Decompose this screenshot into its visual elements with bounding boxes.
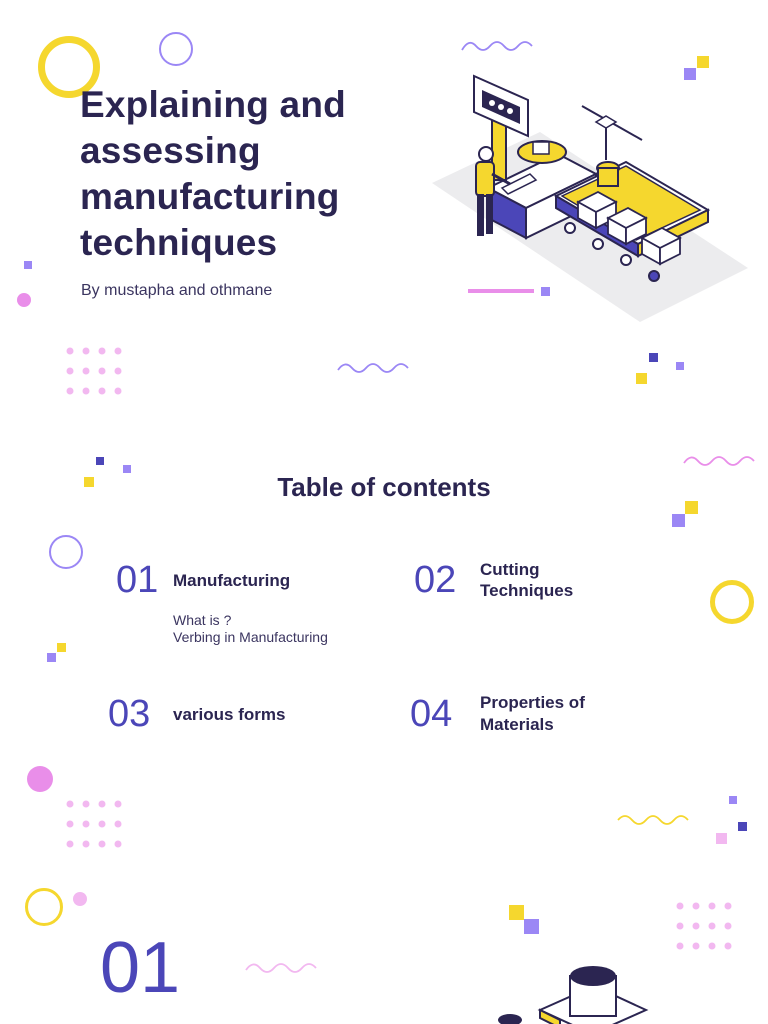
toc-item-3-number: 03 [108,693,151,735]
pink-dot-icon [17,293,31,307]
square-icon [96,457,104,465]
machine-illustration-icon [498,966,649,1024]
yellow-ring-icon [38,36,100,98]
toc-item-1-subline-1: What is ? [173,612,232,628]
violet-ring-icon [159,32,193,66]
square-icon [524,919,539,934]
wave-icon [245,963,317,973]
toc-item-4-label-line-1[interactable]: Properties of [480,693,585,712]
square-icon [676,362,684,370]
cover-subtitle: By mustapha and othmane [81,282,273,299]
pink-dot-icon [27,766,53,792]
assembly-line-illustration-icon [432,74,748,322]
toc-item-1-number: 01 [116,559,159,601]
yellow-ring-icon [25,888,63,926]
square-icon [123,465,131,473]
cover-title: Explaining and assessing manufacturing t… [80,84,346,263]
wave-icon [617,815,689,825]
square-icon [24,261,32,269]
square-icon [649,353,658,362]
lilac-dot-icon [73,892,87,906]
square-icon [685,501,698,514]
toc-item-1-subline-2: Verbing in Manufacturing [173,629,328,645]
square-icon [738,822,747,831]
square-icon [509,905,524,920]
square-icon [636,373,647,384]
square-icon [729,796,737,804]
toc-item-1-label[interactable]: Manufacturing [173,571,291,590]
dot-grid-icon [676,902,732,950]
toc-item-2-label-line-1[interactable]: Cutting [480,560,540,579]
toc-heading: Table of contents [277,472,491,502]
wave-icon [683,456,755,466]
square-icon [716,833,727,844]
toc-item-3-label[interactable]: various forms [173,705,286,724]
wave-icon [337,363,409,373]
toc-item-4-number: 04 [410,693,453,735]
yellow-ring-icon [710,580,754,624]
square-icon [684,68,696,80]
wave-icon [461,41,533,51]
section-number: 01 [100,928,181,1008]
dot-grid-icon [66,800,122,848]
square-icon [697,56,709,68]
violet-ring-icon [49,535,83,569]
toc-item-4-label-line-2[interactable]: Materials [480,715,554,734]
square-icon [84,477,94,487]
square-icon [57,643,66,652]
dot-grid-icon [66,347,122,395]
toc-item-2-label-line-2[interactable]: Techniques [480,581,574,600]
line-icon [468,289,534,293]
square-icon [672,514,685,527]
square-icon [47,653,56,662]
square-icon [541,287,550,296]
toc-item-2-number: 02 [414,559,457,601]
